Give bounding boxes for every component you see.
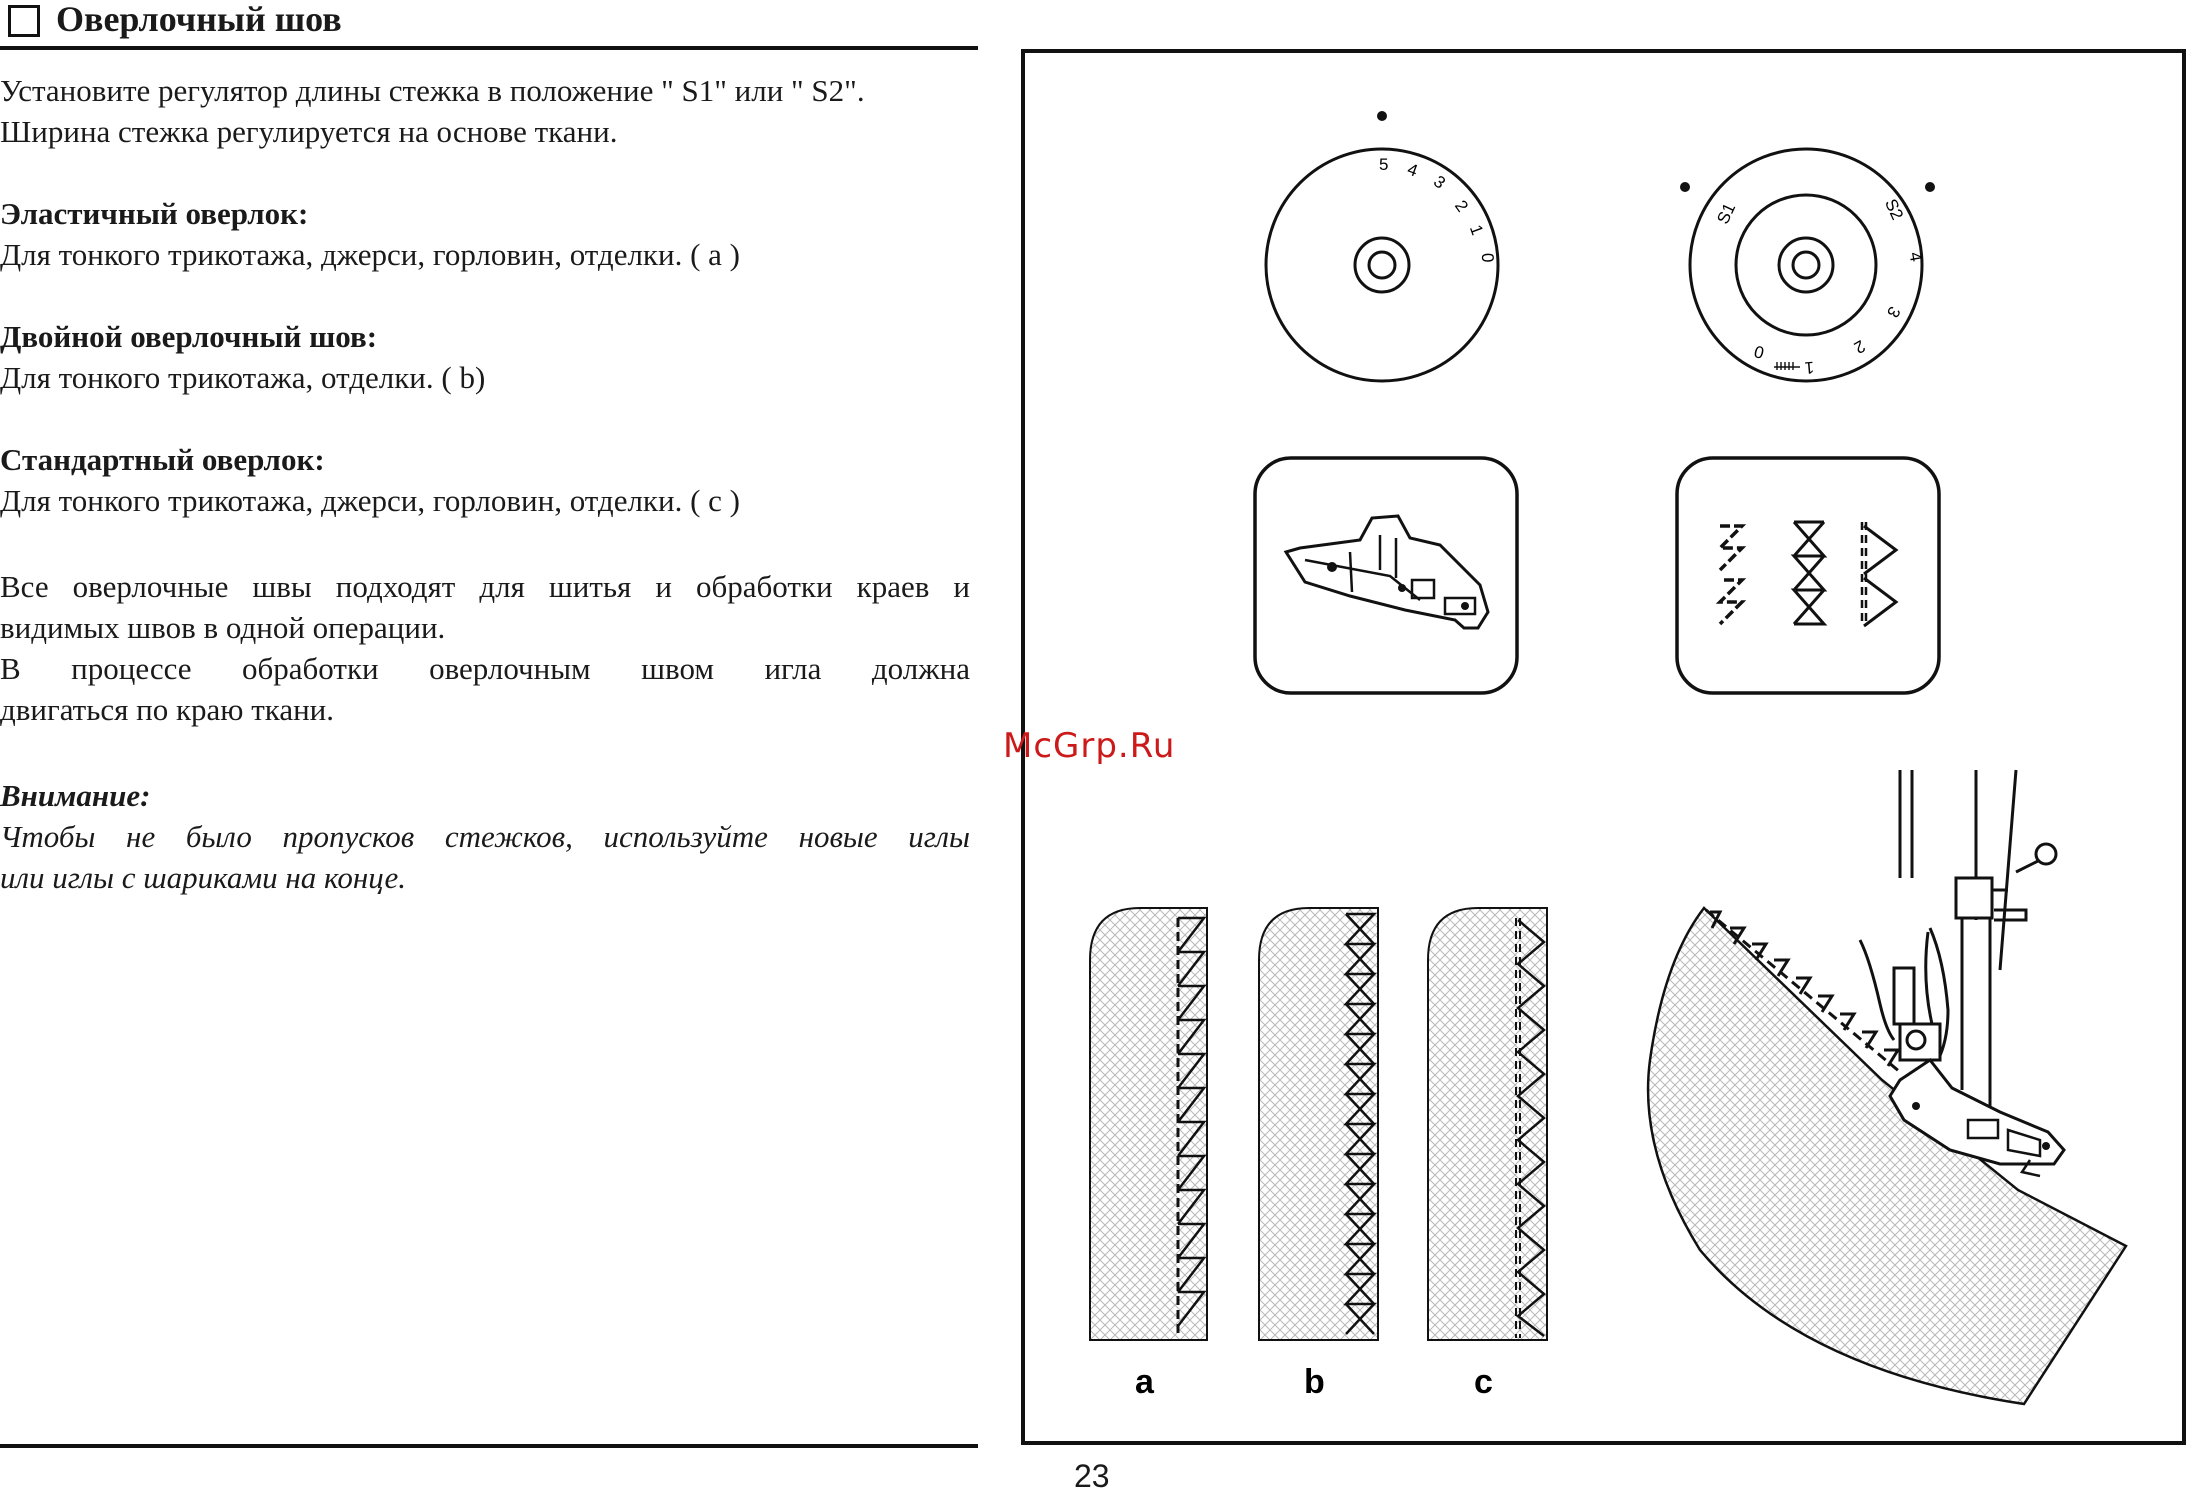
top-rule [0,46,978,50]
sewing-machine-foot-illustration [1646,769,2128,1406]
length-dial-label: 3 [1883,303,1904,321]
page-header: Оверлочный шов [0,0,978,50]
length-dial-label: 1 [1804,358,1815,378]
instructions-text: Установите регулятор длины стежка в поло… [0,70,970,898]
watermark: McGrp.Ru [1003,726,1176,766]
sample-label: a [1135,1363,1155,1401]
instruction-line: Установите регулятор длины стежка в поло… [0,73,865,108]
sample-a-illustration [1089,907,1208,1341]
bottom-rule [0,1444,978,1448]
note-line: двигаться по краю ткани. [0,692,335,727]
overcast-foot-icon [1253,456,1519,695]
instruction-line: Ширина стежка регулируется на основе тка… [0,114,618,149]
double-overlock-text: Для тонкого трикотажа, отделки. ( b) [0,360,486,395]
illustration-frame [1021,49,2186,1445]
width-dial-label: 5 [1379,155,1388,174]
attention-heading: Внимание: [0,778,151,813]
standard-overlock-text: Для тонкого трикотажа, джерси, горловин,… [0,483,740,518]
width-dial-label: 0 [1478,253,1497,263]
elastic-overlock-heading: Эластичный оверлок: [0,196,309,231]
stitch-patterns-icon [1675,456,1941,695]
width-dial-label: 1 [1466,222,1487,237]
sample-b-illustration [1258,907,1379,1341]
sample-c-illustration [1427,907,1548,1341]
section-checkbox[interactable] [8,5,40,37]
stitch-width-dial-icon: 5 4 3 2 1 0 [1264,111,1500,383]
note-line: В процессе обработки оверлочным швом игл… [0,651,970,686]
length-dial-label: S1 [1713,200,1739,227]
double-overlock-heading: Двойной оверлочный шов: [0,319,378,354]
page-title: Оверлочный шов [56,0,342,39]
sample-label: c [1474,1363,1493,1401]
width-dial-label: 2 [1451,197,1472,216]
stitch-length-dial-icon: S1 S2 4 3 2 1 0 [1680,147,1935,383]
attention-line: или иглы с шариками на конце. [0,860,406,895]
standard-overlock-heading: Стандартный оверлок: [0,442,325,477]
width-dial-label: 3 [1430,172,1449,193]
note-line: видимых швов в одной операции. [0,610,446,645]
attention-line: Чтобы не было пропусков стежков, использ… [0,819,970,854]
length-dial-label: 0 [1752,341,1766,362]
length-dial-label: 4 [1905,250,1925,263]
length-dial-label: 2 [1851,336,1869,357]
sample-label: b [1304,1363,1325,1401]
note-line: Все оверлочные швы подходят для шитья и … [0,569,970,604]
page-number: 23 [1074,1458,1110,1494]
width-dial-label: 4 [1405,159,1420,180]
elastic-overlock-text: Для тонкого трикотажа, джерси, горловин,… [0,237,740,272]
